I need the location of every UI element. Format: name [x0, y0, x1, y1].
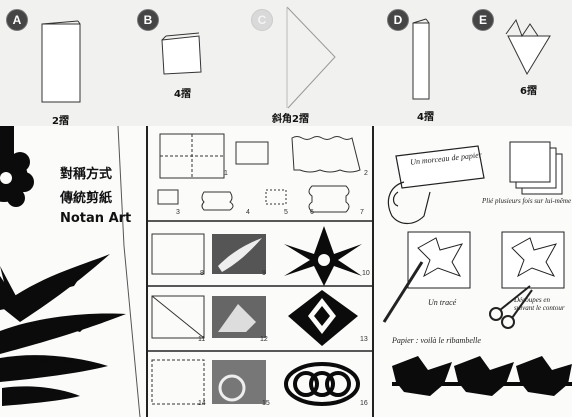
- fig-num-11: 11: [198, 336, 206, 343]
- step-b-label: 4摺: [174, 89, 191, 100]
- fig-num-12: 12: [260, 336, 268, 343]
- row3-diagrams: [151, 290, 358, 346]
- step-d-label: 4摺: [417, 112, 434, 123]
- fig-num-16: 16: [360, 400, 368, 407]
- step-a-sheet: [41, 20, 81, 103]
- fig-num-14: 14: [198, 400, 206, 407]
- step-a-marker: A: [6, 9, 28, 31]
- snowflake-cut-2: [288, 290, 358, 346]
- step-d-sheet: [412, 18, 430, 100]
- flower-silhouette: [0, 126, 34, 207]
- snowflake-cut-1: [284, 226, 362, 286]
- knot-cut: [284, 362, 360, 406]
- step-e-marker: E: [472, 9, 494, 31]
- note-fold: Plié plusieurs fois sur lui-même: [482, 197, 572, 205]
- folded-stack: [509, 141, 563, 195]
- book-title-line2: 傳統剪紙: [60, 191, 113, 206]
- step-d-marker: D: [387, 9, 409, 31]
- step-b-marker: B: [137, 9, 159, 31]
- fig-num-3: 3: [176, 209, 180, 216]
- pattern-grid-diagrams: [148, 133, 372, 406]
- fig-num-15: 15: [262, 400, 270, 407]
- book-cover-silhouette: [0, 126, 141, 417]
- fig-num-8: 8: [200, 270, 204, 277]
- fig-num-10: 10: [362, 270, 370, 277]
- hand-with-paper: [387, 145, 485, 225]
- row1-diagrams: [157, 133, 361, 213]
- fig-num-1: 1: [224, 170, 228, 177]
- row4-diagrams: [151, 359, 360, 406]
- step-e-label: 6摺: [520, 86, 537, 97]
- fig-num-9: 9: [262, 270, 266, 277]
- bird-cut: [489, 231, 565, 329]
- fig-num-5: 5: [284, 209, 288, 216]
- step-c-sheet: [286, 6, 336, 109]
- fig-num-4: 4: [246, 209, 250, 216]
- note-garland: Papier : voilà le ribambelle: [392, 336, 481, 345]
- bird-garland: [392, 356, 572, 396]
- fig-num-6: 6: [310, 209, 314, 216]
- step-c-label: 斜角2摺: [272, 114, 309, 125]
- fig-num-13: 13: [360, 336, 368, 343]
- step-b-sheet: [161, 32, 202, 75]
- leaf-silhouette: [0, 254, 126, 406]
- step-e-sheet: [505, 18, 551, 76]
- folding-diagrams: [41, 6, 551, 109]
- note-cut: Découpes en suivant le contour: [514, 296, 565, 312]
- fig-num-2: 2: [364, 170, 368, 177]
- bird-trace: [382, 231, 471, 323]
- note-trace: Un tracé: [428, 298, 457, 307]
- book-title-line1: 對稱方式: [60, 167, 113, 182]
- instruction-illustrations: [382, 141, 572, 396]
- step-a-label: 2摺: [52, 116, 69, 127]
- fig-num-7: 7: [360, 209, 364, 216]
- row2-diagrams: [151, 226, 362, 286]
- step-c-marker: C: [251, 9, 273, 31]
- book-title-line3: Notan Art: [60, 211, 132, 226]
